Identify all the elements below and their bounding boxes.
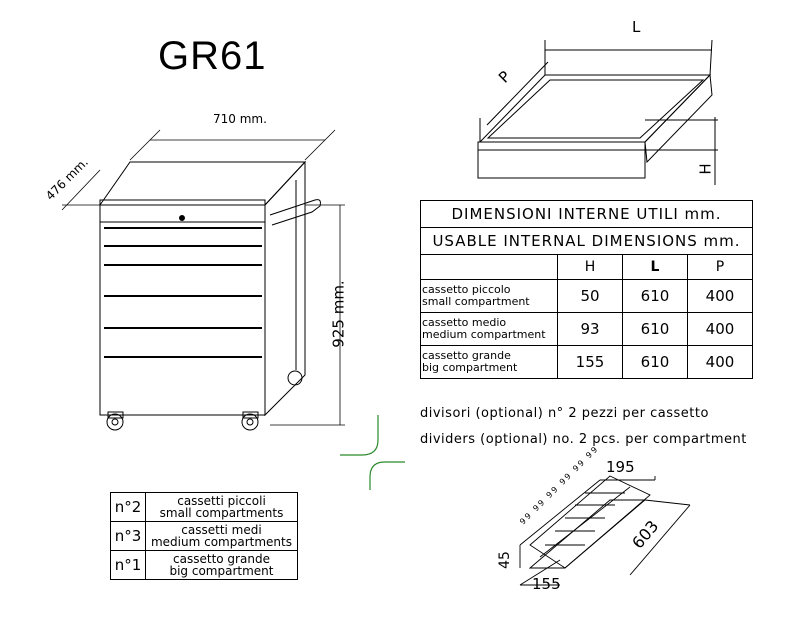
table-header-row: H L P [420,254,753,280]
header-l: L [622,254,688,280]
tool-cart-drawing [99,160,321,431]
divider-height-label: 45 [496,551,513,569]
cart-height-label: 925 mm. [329,280,348,348]
header-p: P [687,254,753,280]
internal-dimensions-table: DIMENSIONI INTERNE UTILI mm. USABLE INTE… [420,200,753,379]
divider-base-label: 155 [532,575,561,593]
crosshair-mark [340,415,405,490]
dividers-note-it: divisori (optional) n° 2 pezzi per casse… [420,406,709,421]
drawer-height-label: H [696,163,715,175]
table-title-en: USABLE INTERNAL DIMENSIONS mm. [420,227,753,255]
product-title: GR61 [158,34,267,78]
dividers-note-en: dividers (optional) no. 2 pcs. per compa… [420,432,747,447]
table-title-it: DIMENSIONI INTERNE UTILI mm. [420,200,753,228]
drawer-drawing [477,39,718,185]
header-h: H [557,254,623,280]
drawer-length-label: L [632,18,641,36]
dimension-lines [61,129,345,426]
divider-width-label: 195 [606,458,635,476]
divider-drawing [519,475,691,586]
cart-width-label: 710 mm. [213,112,267,126]
